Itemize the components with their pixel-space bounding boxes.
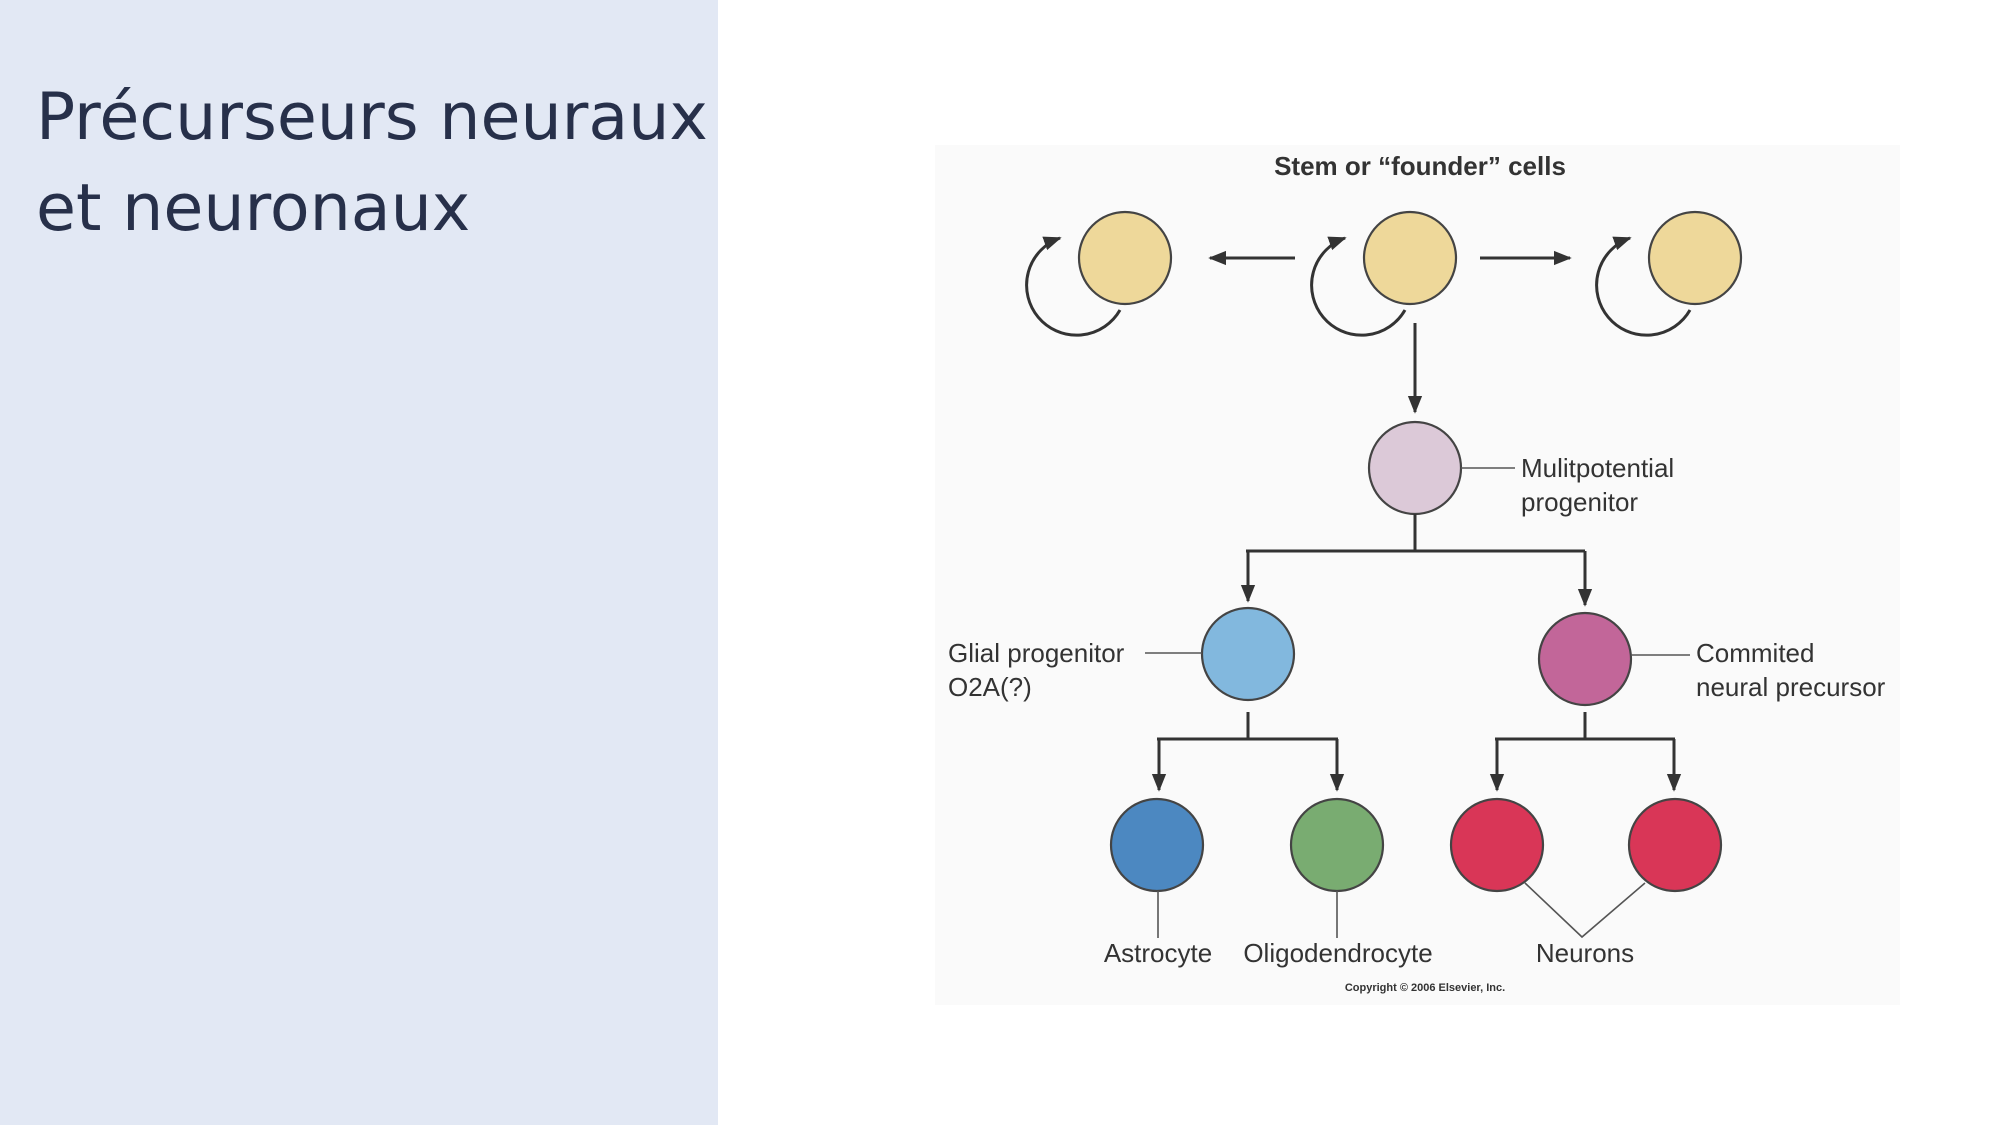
neuron-cell-right [1627,797,1723,893]
glial-label-line-1: Glial progenitor [948,638,1125,668]
self-renewal-arrow-center [1310,236,1407,337]
committed-label-line-2: neural precursor [1696,672,1886,702]
branch-neural [1495,712,1675,741]
neuron-cell-left [1449,797,1545,893]
neurons-label: Neurons [1536,938,1634,968]
stem-cell-right-circle [1647,210,1743,306]
glial-label-line-2: O2A(?) [948,672,1032,702]
slide-title-line-1: Précurseurs neuraux [36,80,708,155]
branch-glial [1157,712,1338,741]
left-panel [0,0,718,1125]
glial-progenitor-cell [1200,606,1296,702]
self-renewal-arrow-left [1025,236,1122,337]
committed-label-line-1: Commited [1696,638,1814,668]
slide-title: Précurseurs neuraux et neuronaux [36,72,708,254]
oligodendrocyte-cell [1289,797,1385,893]
astrocyte-label: Astrocyte [1104,938,1212,968]
stem-cell-center-circle [1362,210,1458,306]
stem-cell-left [1025,210,1173,337]
multipotential-label-line-1: Mulitpotential [1521,453,1674,483]
committed-neural-precursor-cell [1537,611,1633,707]
diagram-title: Stem or “founder” cells [1274,151,1566,181]
oligodendrocyte-label: Oligodendrocyte [1243,938,1432,968]
copyright-notice: Copyright © 2006 Elsevier, Inc. [1345,982,1505,994]
stem-cell-right [1595,210,1743,337]
neurons-leader-lines [1524,882,1646,939]
slide-title-line-2: et neuronaux [36,171,471,246]
branch-multipotential [1246,514,1585,553]
self-renewal-arrow-right [1595,236,1692,337]
stem-cell-left-circle [1077,210,1173,306]
multipotential-label-line-2: progenitor [1521,487,1638,517]
stem-cell-center [1310,210,1458,337]
astrocyte-cell [1109,797,1205,893]
multipotential-progenitor-cell [1367,420,1463,516]
